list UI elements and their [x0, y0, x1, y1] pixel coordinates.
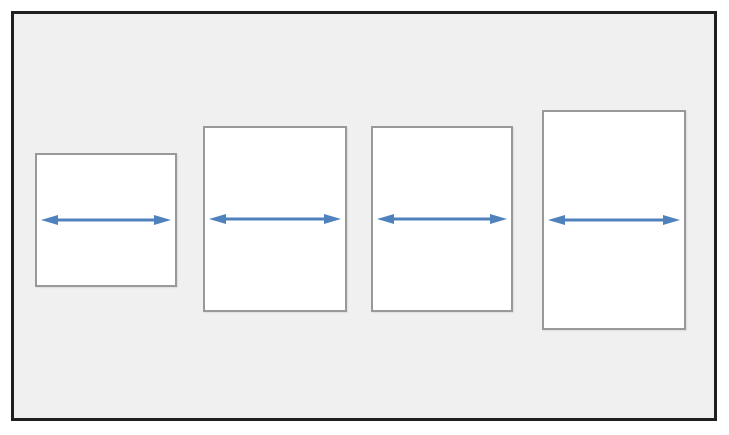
- double-arrow-icon: [377, 214, 507, 224]
- shape-box-3: [371, 126, 513, 312]
- double-arrow-icon: [209, 214, 341, 224]
- shape-box-1: [35, 153, 177, 287]
- double-arrow-icon: [41, 215, 171, 225]
- shape-box-2: [203, 126, 347, 312]
- double-arrow-icon: [548, 215, 680, 225]
- shape-box-4: [542, 110, 686, 330]
